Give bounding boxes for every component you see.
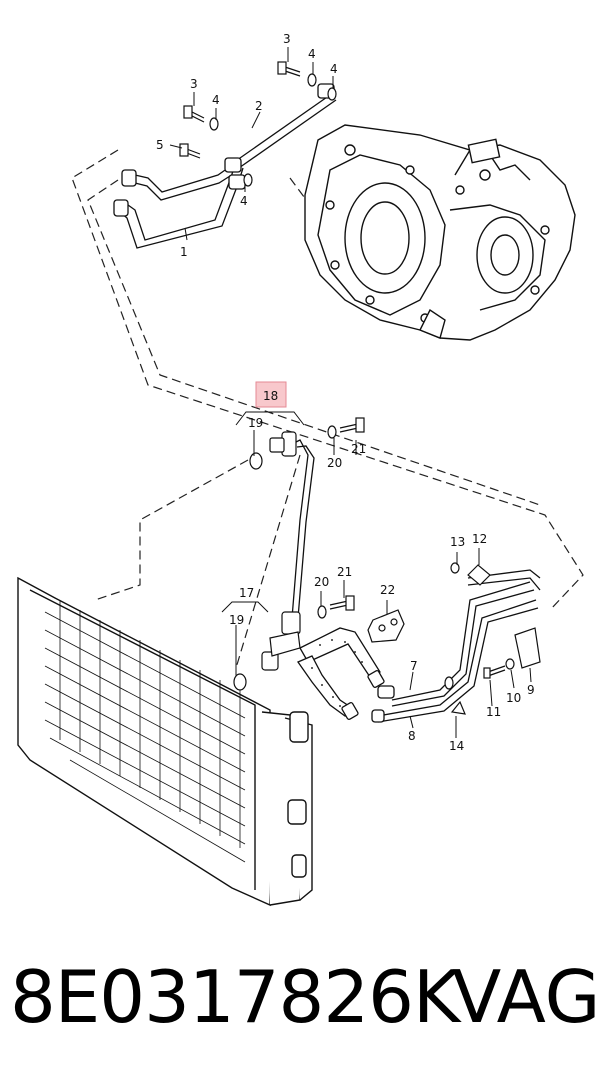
callout-19-upper: 19 xyxy=(248,416,263,430)
highlight-box-18 xyxy=(255,381,287,408)
callout-4-right: 4 xyxy=(330,62,338,76)
callout-1: 1 xyxy=(180,245,188,259)
callout-14: 14 xyxy=(449,739,464,753)
callout-13: 13 xyxy=(450,535,465,549)
callout-5: 5 xyxy=(156,138,164,152)
callout-labels: 3 4 4 3 4 2 5 4 1 18 19 20 21 13 12 21 2… xyxy=(156,32,535,753)
callout-3-top: 3 xyxy=(283,32,291,46)
callout-19-lower: 19 xyxy=(229,613,244,627)
callout-21-upper: 21 xyxy=(351,442,366,456)
callout-4-top: 4 xyxy=(308,47,316,61)
callout-20-lower: 20 xyxy=(314,575,329,589)
leader-lines xyxy=(169,47,532,738)
callout-18: 18 xyxy=(263,389,278,403)
callout-7: 7 xyxy=(410,659,418,673)
lower-pipes xyxy=(289,439,541,723)
brand-name: VAG xyxy=(452,955,600,1039)
callout-20-upper: 20 xyxy=(327,456,342,470)
exploded-parts-diagram: 3 4 4 3 4 2 5 4 1 18 19 20 21 13 12 21 2… xyxy=(17,32,584,907)
callout-21-lower: 21 xyxy=(337,565,352,579)
callout-11: 11 xyxy=(486,705,501,719)
radiator xyxy=(17,576,313,907)
callout-12: 12 xyxy=(472,532,487,546)
dashed-guide-lines xyxy=(71,149,584,669)
fittings xyxy=(233,417,541,715)
upper-pipes xyxy=(113,83,337,249)
coolant-hose xyxy=(297,627,395,723)
callout-9: 9 xyxy=(527,683,535,697)
upper-fasteners xyxy=(179,61,337,187)
callout-8: 8 xyxy=(408,729,416,743)
gearbox-housing xyxy=(304,124,576,341)
callout-22: 22 xyxy=(380,583,395,597)
callout-4-lower: 4 xyxy=(240,194,248,208)
callout-17: 17 xyxy=(239,586,254,600)
callout-10: 10 xyxy=(506,691,521,705)
callout-3-left: 3 xyxy=(190,77,198,91)
callout-2: 2 xyxy=(255,99,263,113)
part-number: 8E0317826K xyxy=(10,955,460,1039)
callout-4-left: 4 xyxy=(212,93,220,107)
